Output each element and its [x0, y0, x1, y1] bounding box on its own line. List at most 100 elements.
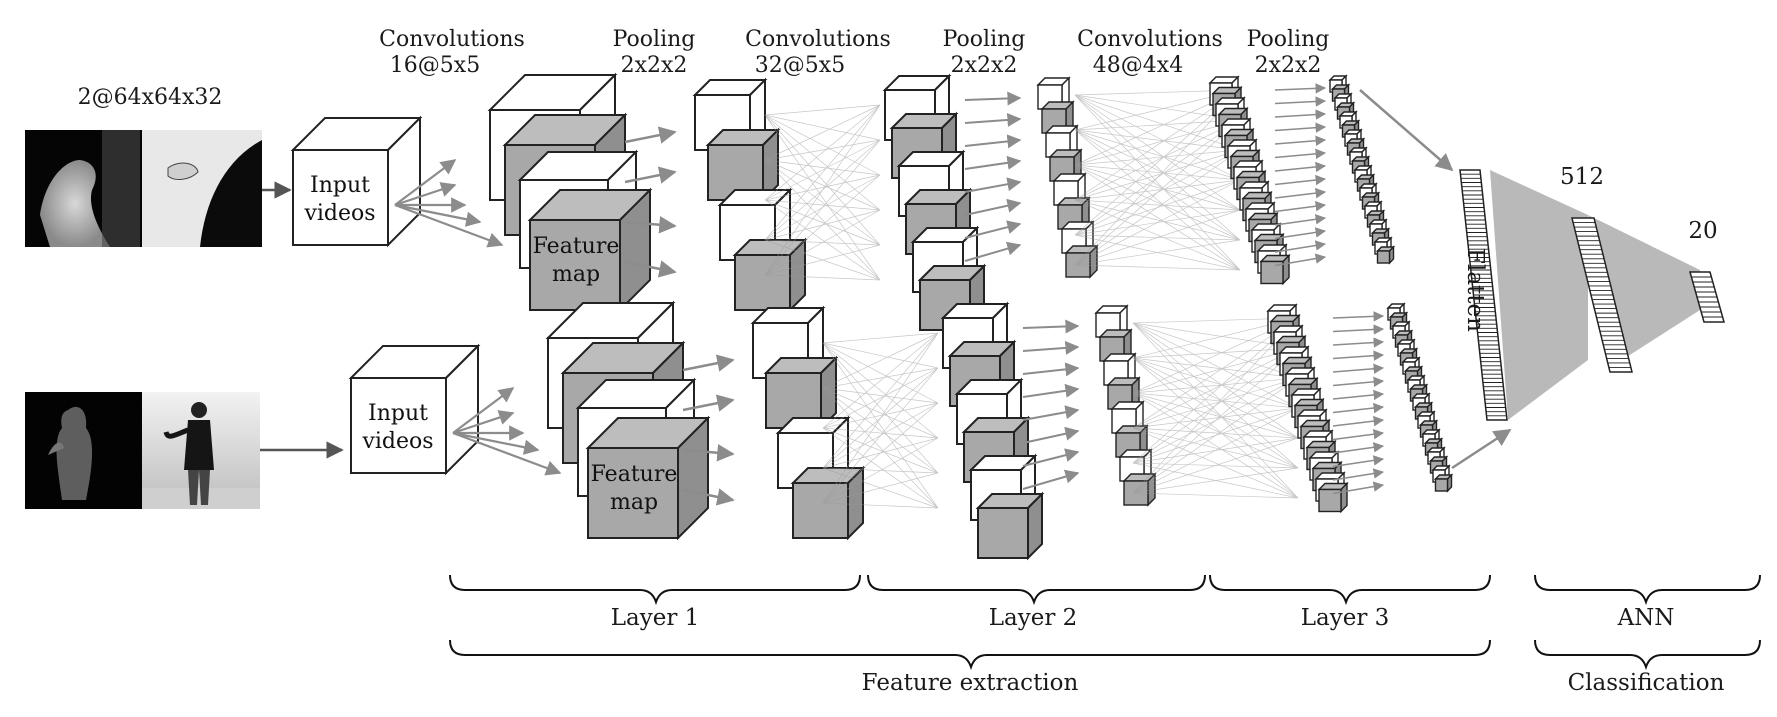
brace-layer2 — [867, 574, 1206, 606]
arrow-conv1-pool1-bottom-3 — [682, 488, 735, 506]
conv3-map-18-top — [1259, 253, 1291, 286]
arrow-conv2-pool2-top-6 — [964, 220, 1022, 239]
arrow-input-conv1-bottom-3 — [452, 431, 540, 455]
arrow-conv2-pool2-top-5 — [964, 198, 1022, 216]
arrow-conv2-pool2-bottom-4 — [1022, 405, 1080, 421]
brace-feature-extraction — [449, 639, 1491, 671]
input-cube-top — [290, 115, 423, 248]
arrow-conv3-pool3-top-12 — [1274, 240, 1327, 253]
brace-ann — [1534, 574, 1761, 606]
arrow-conv2-pool2-bottom-2 — [1022, 362, 1080, 377]
arrow-input-conv1-bottom-1 — [452, 410, 515, 435]
arrow-conv3-pool3-bottom-12 — [1332, 468, 1385, 481]
brace-layer3 — [1209, 574, 1491, 606]
stage-title-pool1: Pooling — [613, 27, 696, 52]
arrow-conv1-pool1-bottom-0 — [682, 354, 735, 372]
arrow-conv3-pool3-bottom-1 — [1332, 324, 1385, 335]
stage-sub-pool1: 2x2x2 — [621, 53, 688, 78]
arrow-conv3-pool3-bottom-7 — [1332, 402, 1385, 414]
arrow-conv2-pool2-top-7 — [964, 241, 1022, 262]
pool3-cube-20-bottom — [1433, 473, 1454, 493]
feature-map-label-line1-bottom: Feature — [591, 462, 678, 487]
conv3-map-18-bottom — [1317, 481, 1349, 514]
fan-pool1-conv2-bottom — [822, 332, 939, 509]
input-cube-label-line1-top: Input — [310, 173, 370, 198]
arrow-conv1-pool1-bottom-1 — [682, 394, 735, 412]
stage-sub-pool2: 2x2x2 — [951, 53, 1018, 78]
arrow-conv1-pool1-top-3 — [624, 260, 677, 278]
input-cube-label-line2-top: videos — [303, 201, 375, 226]
arrow-conv3-pool3-top-10 — [1274, 214, 1327, 226]
arrow-conv3-pool3-top-13 — [1274, 253, 1327, 267]
group-label-layer2: Layer 2 — [989, 605, 1078, 631]
arrow-conv2-pool2-top-0 — [964, 91, 1022, 106]
arrow-conv3-pool3-top-5 — [1274, 148, 1327, 160]
ann-output-layer — [1689, 271, 1725, 323]
group-label-layer3: Layer 3 — [1301, 605, 1390, 631]
ann-network — [1459, 169, 1725, 421]
arrow-conv3-pool3-bottom-0 — [1332, 311, 1385, 322]
ann-output-units-label: 20 — [1688, 218, 1717, 244]
arrow-conv2-pool2-bottom-1 — [1022, 340, 1080, 355]
stage-title-pool2: Pooling — [943, 27, 1026, 52]
conv1-map-4-top — [527, 187, 653, 313]
input-shape-label: 2@64x64x32 — [78, 85, 223, 110]
stage-title-pool3: Pooling — [1247, 27, 1330, 52]
stage-sub-pool3: 2x2x2 — [1255, 53, 1322, 78]
input-frames-top — [25, 130, 262, 247]
arrow-conv2-pool2-bottom-5 — [1022, 426, 1080, 444]
arrow-conv3-pool3-bottom-11 — [1332, 455, 1385, 468]
flatten-label: Flatten — [1462, 248, 1488, 332]
conv2-map-6-bottom — [975, 491, 1045, 561]
arrow-conv1-pool1-top-2 — [624, 216, 677, 234]
arrow-conv3-pool3-bottom-10 — [1332, 442, 1385, 454]
arrow-conv2-pool2-bottom-3 — [1022, 383, 1080, 398]
arrow-conv2-pool2-bottom-7 — [1022, 469, 1080, 490]
ann-hidden-layer — [1571, 217, 1633, 373]
stage-sub-conv1: 16@5x5 — [390, 53, 480, 78]
stage-title-conv1: Convolutions — [379, 27, 525, 52]
pool1-cube-4-bottom — [790, 465, 866, 541]
arrow-conv2-pool2-top-4 — [964, 177, 1022, 193]
arrow-conv3-pool3-top-6 — [1274, 161, 1327, 173]
brace-classification — [1534, 639, 1761, 671]
arrow-conv3-pool3-bottom-6 — [1332, 389, 1385, 401]
feature-map-label-line2-top: map — [552, 262, 600, 287]
input-cube-bottom — [348, 343, 481, 476]
arrow-input-conv1-top-0 — [394, 159, 457, 206]
fan-pool2-conv3-bottom — [1132, 317, 1299, 499]
group-label-layer1: Layer 1 — [611, 605, 700, 631]
feature-map-label-line1-top: Feature — [533, 234, 620, 259]
input-cube-label-line2-bottom: videos — [361, 429, 433, 454]
arrow-conv1-pool1-bottom-2 — [682, 444, 735, 462]
arrow-conv1-pool1-top-0 — [624, 126, 677, 144]
arrow-conv3-pool3-bottom-13 — [1332, 481, 1385, 495]
arrow-conv3-pool3-top-2 — [1274, 109, 1327, 120]
arrow-conv3-pool3-bottom-8 — [1332, 415, 1385, 427]
arrow-flatten-bottom — [1451, 428, 1512, 470]
pool3-cube-20-top — [1375, 245, 1396, 265]
arrow-conv2-pool2-top-1 — [964, 112, 1022, 127]
arrow-conv3-pool3-top-0 — [1274, 83, 1327, 94]
arrow-conv3-pool3-top-3 — [1274, 122, 1327, 133]
arrow-conv3-pool3-top-1 — [1274, 96, 1327, 107]
pool1-cube-4-top — [732, 237, 808, 313]
arrow-flatten-top — [1359, 89, 1454, 172]
arrow-conv3-pool3-bottom-4 — [1332, 363, 1385, 374]
stage-title-conv3: Convolutions — [1077, 27, 1223, 52]
input-cube-label-line1-bottom: Input — [368, 401, 428, 426]
arrow-input-conv1-top-4 — [394, 203, 504, 248]
group-label-feature-extraction: Feature extraction — [862, 670, 1079, 696]
arrow-conv2-pool2-bottom-0 — [1022, 319, 1080, 334]
fan-pool2-conv3-top — [1074, 89, 1241, 271]
arrow-conv3-pool3-top-7 — [1274, 174, 1327, 186]
arrow-conv3-pool3-top-4 — [1274, 135, 1327, 146]
ann-flatten-layer — [1459, 169, 1508, 421]
conv1-map-4-bottom — [585, 415, 711, 541]
input-frames-bottom — [25, 392, 260, 509]
stage-title-conv2: Convolutions — [745, 27, 891, 52]
group-label-ann: ANN — [1617, 605, 1675, 631]
arrow-input-conv1-bottom-0 — [452, 387, 515, 434]
brace-layer1 — [449, 574, 861, 606]
